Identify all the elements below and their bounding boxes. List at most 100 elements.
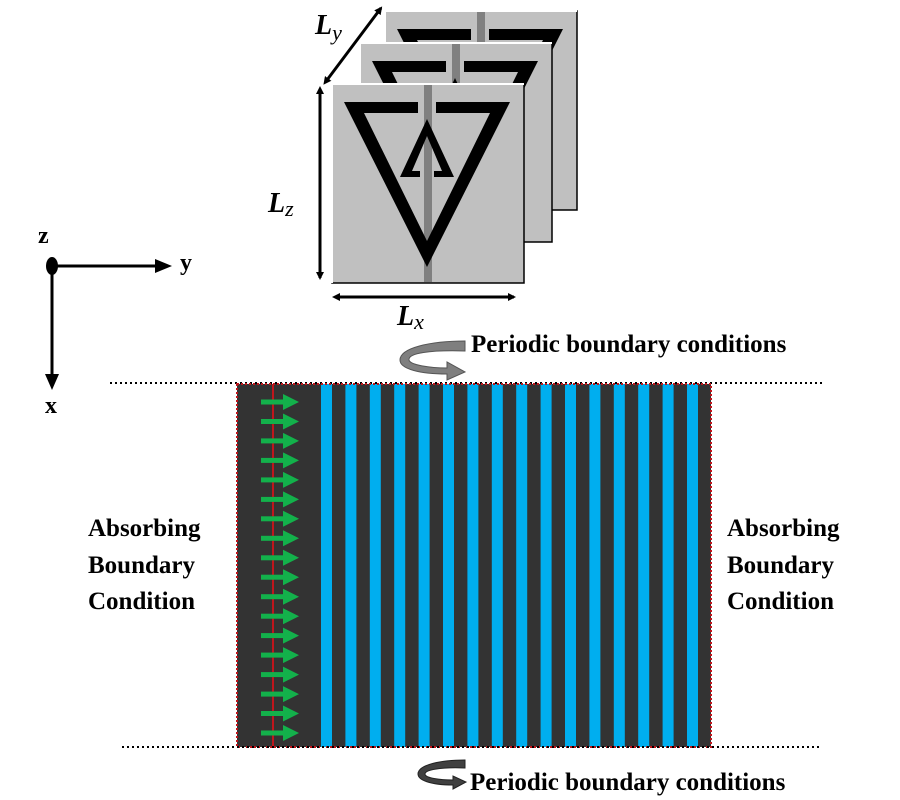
arrow-head <box>283 666 299 683</box>
arrow-head <box>283 530 299 547</box>
dimension-arrows: Ly Lz Lx <box>267 6 516 334</box>
source-wave-arrow-icon <box>261 686 299 703</box>
arrow-head <box>283 569 299 586</box>
source-wave-arrow-icon <box>261 705 299 722</box>
arrow-shaft <box>261 399 285 405</box>
arrow-shaft <box>261 594 285 600</box>
arrow-head <box>283 705 299 722</box>
curved-arrow-top-icon <box>399 340 467 381</box>
arrow-head <box>283 491 299 508</box>
absorbing-boundary-left: Absorbing Boundary Condition <box>88 515 201 615</box>
dielectric-stripe <box>540 384 552 747</box>
y-arrowhead-icon <box>155 259 172 273</box>
source-wave-arrow-icon <box>261 413 299 430</box>
source-wave-arrow-icon <box>261 608 299 625</box>
arrow-shaft <box>261 516 285 522</box>
coordinate-axes: z y x <box>38 223 192 419</box>
arrow-head <box>283 608 299 625</box>
arrow-shaft <box>261 574 285 580</box>
arrow-head <box>283 627 299 644</box>
arrow-shaft <box>261 438 285 444</box>
arrow-head <box>283 452 299 469</box>
arrow-shaft <box>261 730 285 736</box>
dielectric-stripe <box>345 384 357 747</box>
dielectric-stripe <box>467 384 479 747</box>
source-wave-arrow-icon <box>261 530 299 547</box>
source-wave-arrow-icon <box>261 647 299 664</box>
absorbing-right-line-1: Absorbing <box>727 515 840 542</box>
arrow-shaft <box>261 672 285 678</box>
dielectric-stripe <box>418 384 430 747</box>
periodic-boundary-top: Periodic boundary conditions <box>110 331 822 384</box>
arrow-shaft <box>261 477 285 483</box>
source-wave-arrow-icon <box>261 432 299 449</box>
absorbing-boundary-right: Absorbing Boundary Condition <box>727 515 840 615</box>
source-wave-arrow-icon <box>261 452 299 469</box>
source-wave-arrow-icon <box>261 569 299 586</box>
curved-arrow-bottom-icon <box>417 759 468 790</box>
arrow-shaft <box>261 711 285 716</box>
arrow-head <box>283 510 299 527</box>
arrow-head <box>283 686 299 703</box>
dielectric-stripe <box>662 384 674 747</box>
source-wave-arrow-icon <box>261 549 299 566</box>
dielectric-stripe <box>369 384 381 747</box>
periodic-boundary-top-label: Periodic boundary conditions <box>471 331 787 358</box>
arrow-head <box>283 647 299 664</box>
ly-label: Ly <box>314 10 342 45</box>
panel-feed-stripe <box>424 85 432 282</box>
x-axis-label: x <box>45 393 57 419</box>
source-wave-arrow-icon <box>261 666 299 683</box>
arrow-head <box>283 549 299 566</box>
unit-cell-panel <box>331 83 525 284</box>
arrow-shaft <box>261 419 285 424</box>
source-wave-arrow-icon <box>261 491 299 508</box>
source-wave-arrow-icon <box>261 471 299 488</box>
arrow-shaft <box>261 652 285 658</box>
periodic-boundary-bottom: Periodic boundary conditions <box>122 746 822 796</box>
arrow-head <box>283 394 299 410</box>
outer-triangle-shape <box>344 102 510 267</box>
arrow-head <box>283 413 299 430</box>
absorbing-left-line-1: Absorbing <box>88 515 201 542</box>
absorbing-left-line-3: Condition <box>88 588 195 615</box>
dielectric-stripe <box>491 384 503 747</box>
dielectric-stripe <box>321 384 332 747</box>
arrow-shaft <box>261 496 285 502</box>
source-wave-arrow-icon <box>261 588 299 605</box>
simulation-region <box>236 383 712 748</box>
absorbing-left-line-2: Boundary <box>88 552 195 579</box>
arrow-head <box>283 588 299 605</box>
x-arrowhead-icon <box>45 374 59 390</box>
source-wave-arrow-icon <box>261 510 299 527</box>
unit-cell-stack <box>331 10 578 284</box>
arrow-head <box>283 725 299 741</box>
source-wave-arrow-icon <box>261 394 299 410</box>
ly-arrow-icon <box>323 6 383 85</box>
dielectric-stripe <box>565 384 576 747</box>
lx-label: Lx <box>396 301 424 334</box>
arrow-shaft <box>261 535 285 541</box>
arrow-shaft <box>261 633 285 639</box>
source-wave-arrow-icon <box>261 725 299 741</box>
dielectric-stripe <box>589 384 601 747</box>
arrow-shaft <box>261 613 285 619</box>
lz-label: Lz <box>267 188 294 221</box>
arrow-shaft <box>261 457 285 463</box>
absorbing-right-line-2: Boundary <box>727 552 834 579</box>
periodic-boundary-bottom-label: Periodic boundary conditions <box>470 769 786 796</box>
y-axis-label: y <box>180 250 192 276</box>
dielectric-stripe <box>443 384 454 747</box>
z-axis-label: z <box>38 223 49 249</box>
arrow-shaft <box>261 691 285 697</box>
dielectric-stripe <box>516 384 528 747</box>
dielectric-stripe <box>394 384 406 747</box>
inner-triangle-shape <box>400 119 454 177</box>
arrow-head <box>283 471 299 488</box>
arrow-shaft <box>261 555 285 561</box>
dielectric-stripe <box>638 384 650 747</box>
outer-triangle-shape <box>372 61 538 226</box>
absorbing-right-line-3: Condition <box>727 588 834 615</box>
source-wave-arrow-icon <box>261 627 299 644</box>
